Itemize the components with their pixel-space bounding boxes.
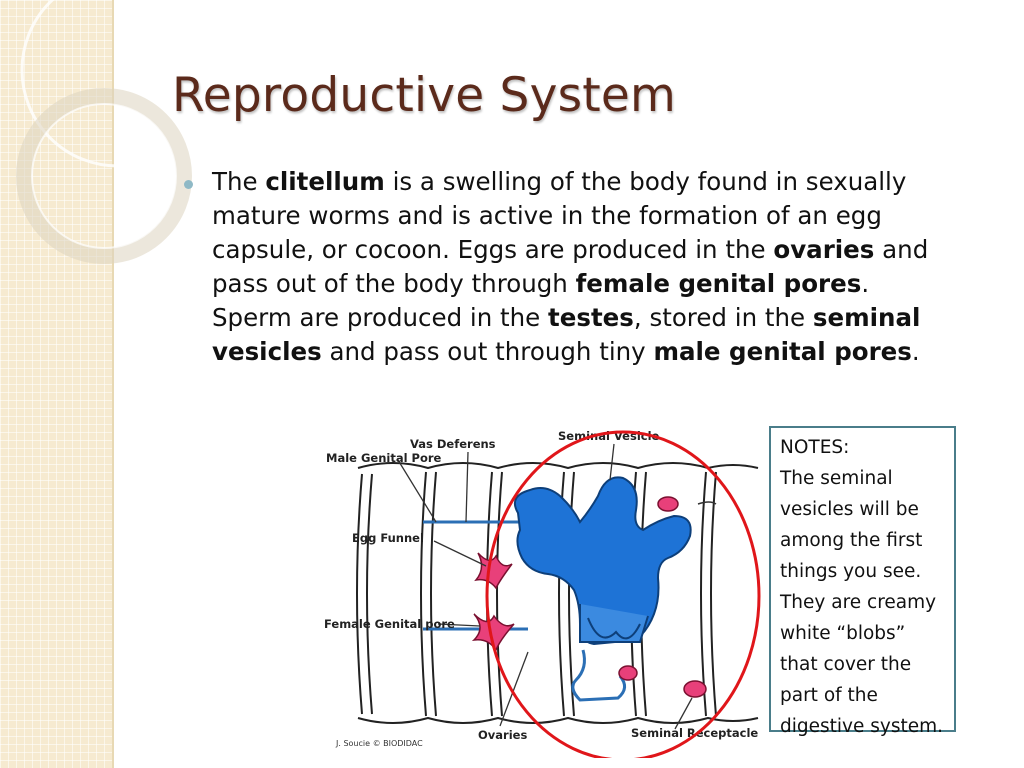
highlight-circle: [485, 430, 761, 758]
label-vas-deferens: Vas Deferens: [410, 437, 496, 451]
label-ovaries: Ovaries: [478, 728, 527, 742]
earthworm-reproductive-diagram: Vas Deferens Male Genital Pore Seminal V…: [324, 429, 761, 758]
notes-line: among the first: [780, 530, 923, 551]
notes-line: part of the: [780, 685, 878, 706]
term-ovaries: ovaries: [773, 235, 875, 264]
notes-line: They are creamy: [780, 592, 937, 613]
notes-line: The seminal: [780, 468, 893, 489]
term-testes: testes: [548, 303, 634, 332]
label-female-genital-pore: Female Genital pore: [324, 617, 455, 631]
notes-line: NOTES:: [780, 437, 850, 458]
term-clitellum: clitellum: [265, 167, 385, 196]
leader-lines: [397, 443, 693, 730]
notes-box: NOTES: The seminal vesicles will be amon…: [769, 426, 956, 737]
notes-line: that cover the: [780, 654, 912, 675]
body-paragraph: The clitellum is a swelling of the body …: [212, 165, 942, 369]
notes-line: digestive system.: [780, 716, 944, 737]
label-seminal-vesicle: Seminal Vesicle: [558, 429, 660, 443]
text-run: .: [911, 337, 920, 366]
text-run: The: [212, 167, 266, 196]
label-seminal-receptacle: Seminal Receptacle: [631, 726, 758, 740]
text-run: is a swelling of the body found in sexua…: [212, 167, 907, 264]
text-run: and pass out through tiny: [321, 337, 654, 366]
text-run: . Sperm are produced in the: [212, 269, 870, 332]
decorative-side-band: [0, 0, 114, 768]
notes-line: things you see.: [780, 561, 922, 582]
label-egg-funnel: Egg Funnel: [352, 531, 424, 545]
decorative-rings: [16, 0, 216, 264]
notes-line: vesicles will be: [780, 499, 919, 520]
text-run: and pass out of the body through: [212, 235, 929, 298]
pink-structures: [471, 496, 717, 698]
slide-title: Reproductive System: [172, 68, 677, 123]
term-seminal-vesicles: seminal vesicles: [212, 303, 921, 366]
term-female-genital-pores: female genital pores: [575, 269, 862, 298]
text-run: , stored in the: [633, 303, 813, 332]
label-male-genital-pore: Male Genital Pore: [326, 451, 442, 465]
bullet-dot-icon: [184, 180, 193, 189]
notes-line: white “blobs”: [780, 623, 906, 644]
seminal-vesicles: [514, 476, 692, 646]
figure-credit: J. Soucie © BIODIDAC: [335, 739, 423, 748]
term-male-genital-pores: male genital pores: [653, 337, 912, 366]
